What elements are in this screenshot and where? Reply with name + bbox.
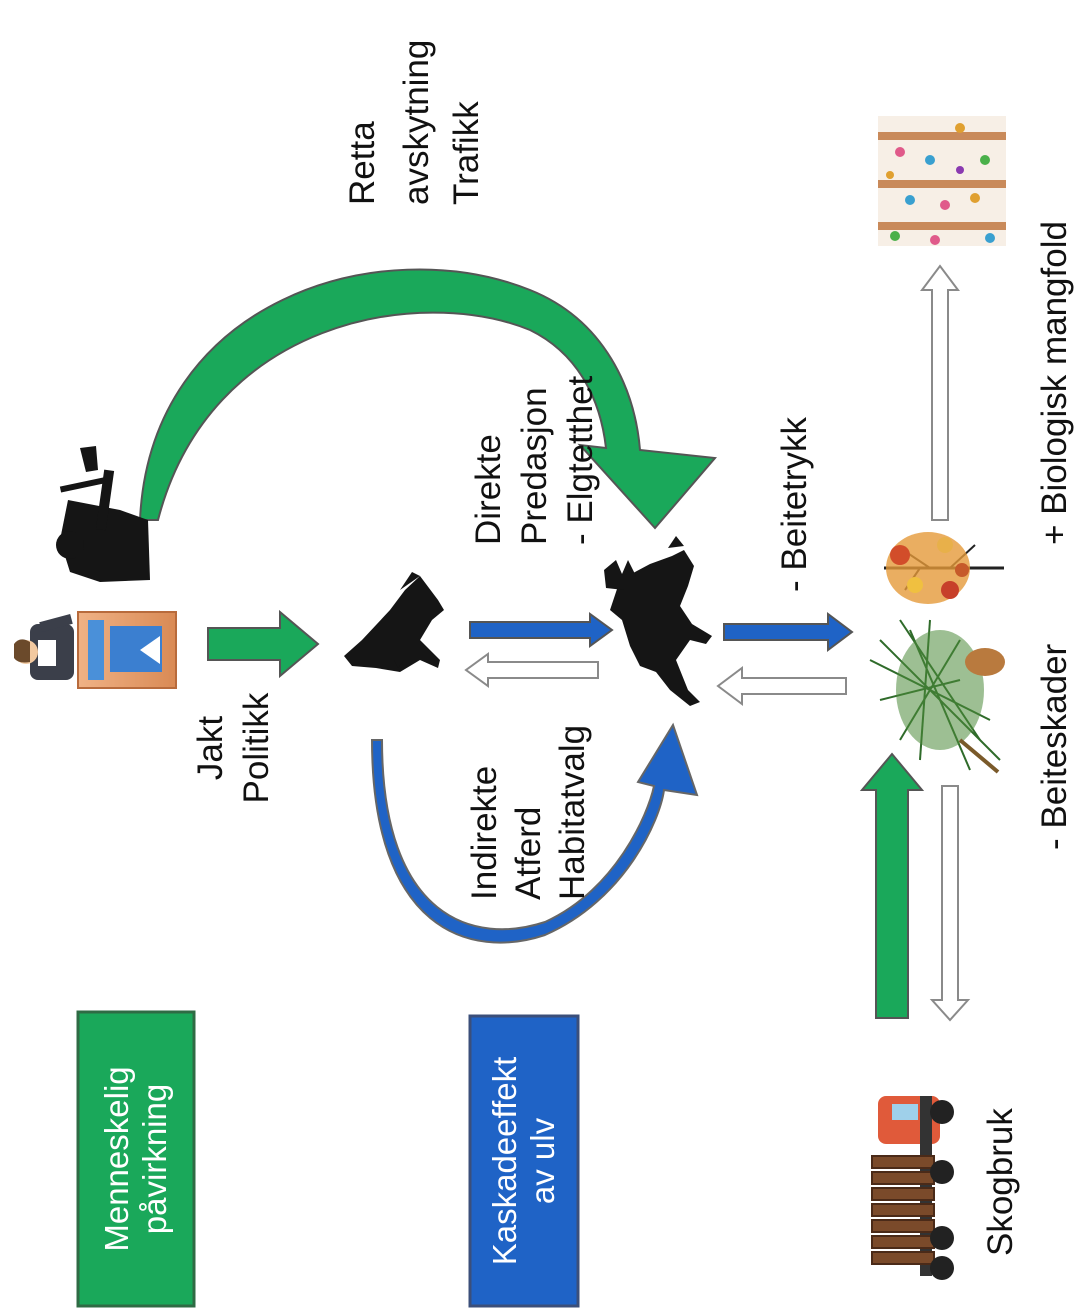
label-beitetrykk: - Beitetrykk [775,416,814,592]
biodiversity-icon [878,116,1006,246]
label-elgtetthet: - Elgtetthet [561,375,600,545]
label-biologisk-mangfold: + Biologisk mangfold [1035,221,1074,545]
arrow-moose-to-trees [723,612,854,652]
legend-human-influence: Menneskelig påvirkning [76,1010,196,1308]
label-direkte: Direkte [469,434,508,545]
arrow-forestry-to-trees [859,752,925,1019]
label-atferd: Atferd [509,807,548,900]
moose-icon [604,536,712,706]
green-arc-arrow-hunting [138,268,717,530]
legend-human-line1: Menneskelig [98,1066,135,1251]
legend-cascade-effect: Kaskadeeffekt av ulv [468,1014,580,1308]
label-indirekte: Indirekte [465,766,504,900]
hunter-icon [56,446,150,582]
log-truck-icon [871,1096,954,1280]
label-predasjon: Predasjon [515,387,554,545]
deciduous-tree-icon [884,532,1004,604]
pine-icon [869,619,1005,774]
wolf-icon [344,572,444,672]
label-beiteskader: - Beiteskader [1035,643,1074,850]
legend-human-line2: påvirkning [136,1084,173,1234]
legend-cascade-line2: av ulv [524,1117,561,1204]
label-jakt: Jakt [191,716,230,780]
label-habitatvalg: Habitatvalg [553,725,592,900]
label-politikk: Politikk [237,692,276,803]
arrow-trees-to-forestry-feedback [929,785,971,1022]
legend-cascade-line1: Kaskadeeffekt [486,1057,523,1266]
label-avskytning: avskytning [397,40,436,205]
arrow-trees-to-biodiversity [920,264,960,521]
arrow-politics-to-wolf [207,609,320,679]
politician-icon [14,611,177,689]
label-retta: Retta [343,121,382,205]
blue-arc-arrow-indirect [370,722,699,944]
arrow-trees-to-moose-feedback [716,666,847,706]
arrow-wolf-to-moose [469,612,614,648]
label-skogbruk: Skogbruk [981,1108,1020,1256]
arrow-moose-to-wolf-feedback [464,652,599,688]
label-trafikk: Trafikk [447,101,486,205]
